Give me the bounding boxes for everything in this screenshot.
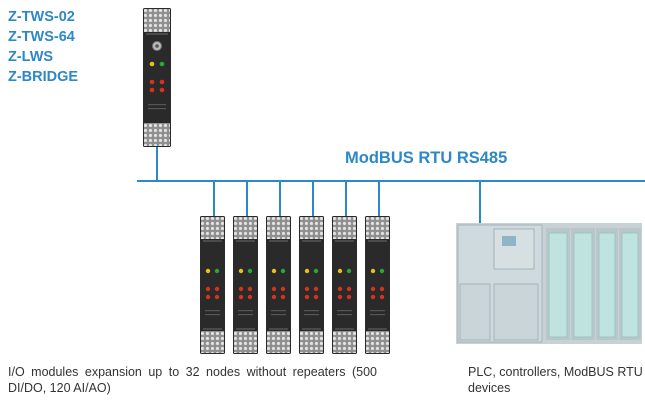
- product-label-z-tws-02: Z-TWS-02: [8, 9, 75, 25]
- top-gateway-device: [143, 8, 171, 147]
- io-module: [200, 216, 225, 354]
- plc-slot: [548, 232, 568, 338]
- io-module: [299, 216, 324, 354]
- io-modules-group: [200, 216, 390, 354]
- io-module: [365, 216, 390, 354]
- rs485-bus-line: [137, 180, 645, 182]
- product-label-z-lws: Z-LWS: [8, 49, 54, 65]
- bus-label: ModBUS RTU RS485: [345, 149, 508, 167]
- io-module-drop-lines: [213, 181, 380, 217]
- io-module: [233, 216, 258, 354]
- plc-slot: [621, 232, 639, 338]
- product-label-z-tws-64: Z-TWS-64: [8, 29, 75, 45]
- plc-display: [502, 236, 516, 246]
- io-module: [332, 216, 357, 354]
- plc-device: [456, 223, 642, 344]
- plc-slot: [598, 232, 616, 338]
- io-modules-caption: I/O modules expansion up to 32 nodes wit…: [8, 365, 377, 395]
- plc-caption: PLC, controllers, ModBUS RTU devices: [468, 365, 643, 395]
- product-label-z-bridge: Z-BRIDGE: [8, 69, 79, 85]
- plc-slot: [573, 232, 593, 338]
- top-device-drop-line: [156, 147, 158, 181]
- io-module: [266, 216, 291, 354]
- plc-drop-line: [479, 181, 481, 224]
